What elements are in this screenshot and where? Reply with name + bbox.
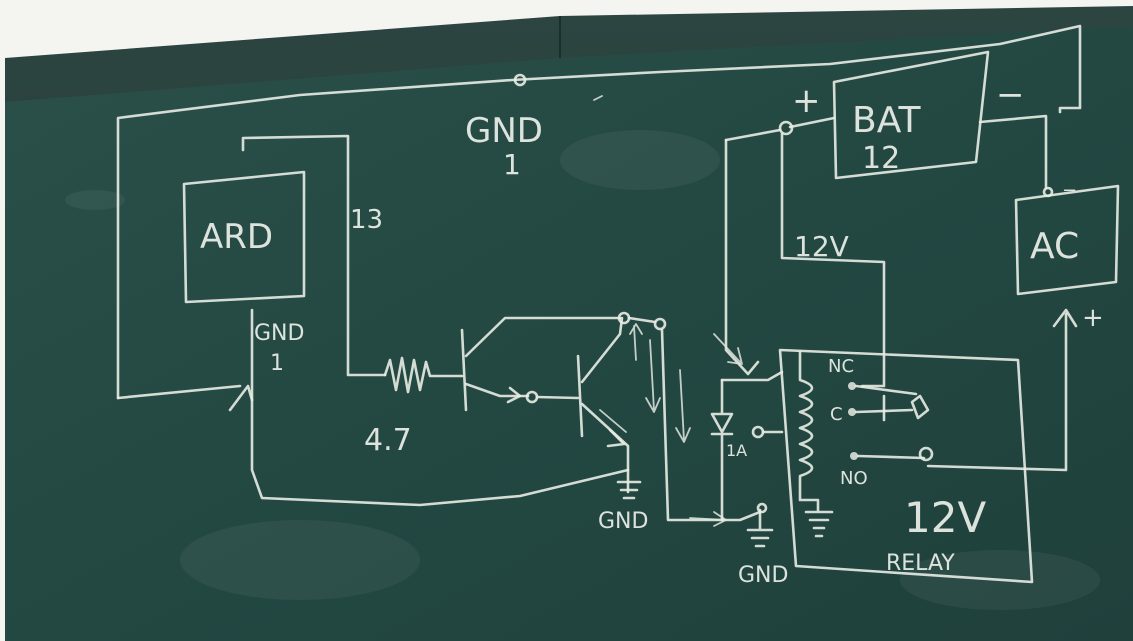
ac-box — [1014, 184, 1120, 296]
relay-voltage-label: 12V — [904, 493, 986, 542]
relay-box — [778, 348, 1034, 584]
supply-to-nc-wire — [724, 138, 760, 376]
transistor2-base — [576, 354, 584, 438]
diode-top-wire — [720, 370, 784, 382]
transistor-gnd-symbol — [616, 480, 642, 500]
gnd-junction — [513, 73, 527, 87]
gnd-ard-num-label: 1 — [270, 351, 284, 376]
supply-arrow — [713, 333, 743, 365]
battery-minus-wire — [978, 114, 1048, 190]
gnd-ard-arrow — [228, 384, 254, 412]
battery-label: BAT — [852, 100, 922, 141]
pin13-label: 13 — [350, 205, 383, 235]
c-terminal — [848, 408, 856, 416]
no-output-terminal — [918, 446, 934, 462]
ard-label: ARD — [200, 217, 273, 257]
ac-plus-arrow — [1052, 308, 1078, 328]
flyback-diode — [710, 378, 734, 522]
battery-plus-wire — [788, 116, 836, 129]
transistor1-base — [460, 328, 468, 412]
nc-wire — [854, 384, 918, 396]
collector-to-relay-wire — [627, 316, 657, 324]
gnd-wire-top — [116, 24, 1082, 400]
relay-label: RELAY — [886, 551, 955, 576]
board-surface — [5, 26, 1133, 641]
resistor-symbol — [383, 356, 464, 394]
output-terminal-diamond — [910, 394, 930, 420]
supply-top-wire — [724, 128, 782, 142]
current-arrow-up — [629, 323, 643, 361]
gnd-ard-label: GND — [254, 321, 304, 346]
relay-gnd-bottom-symbol — [746, 508, 774, 548]
battery-minus-label: − — [996, 75, 1025, 115]
battery-plus-junction — [778, 120, 794, 136]
current-arrow-down-2 — [675, 369, 691, 443]
resistor-label: 4.7 — [364, 423, 412, 458]
transistor-link-wire — [535, 395, 580, 400]
ac-plus-label: + — [1082, 303, 1104, 333]
v12-label: 12V — [794, 230, 849, 263]
ac-label: AC — [1030, 226, 1079, 267]
c-label: C — [830, 404, 843, 425]
gnd-top-num-label: 1 — [503, 148, 521, 181]
diode-label: 1A — [726, 441, 747, 460]
gnd-ard-left-wire — [116, 384, 242, 400]
gnd-transistor-label: GND — [598, 509, 648, 534]
v12-wire — [780, 132, 886, 388]
gnd-top-label: GND — [465, 111, 543, 151]
chalk-smudge — [65, 190, 125, 210]
relay-feed-junction — [653, 317, 667, 331]
ac-minus-label: − — [1062, 180, 1077, 201]
transistor2-arrow — [606, 428, 626, 448]
no-terminal — [850, 452, 858, 460]
no-wire — [856, 454, 926, 460]
nc-label: NC — [828, 356, 854, 377]
chalk-smudge — [560, 130, 720, 190]
relay-gnd-junction — [756, 502, 768, 514]
battery-plus-label: + — [792, 81, 821, 121]
transistor1-collector — [464, 316, 622, 358]
current-arrow-down-1 — [645, 339, 661, 413]
chalk-smudge — [180, 520, 420, 600]
battery-box — [832, 50, 990, 180]
transistor2-emitter — [580, 402, 630, 472]
nc-terminal — [848, 382, 856, 390]
current-arrow-line — [599, 409, 627, 433]
relay-coil — [798, 350, 820, 512]
no-label: NO — [840, 468, 868, 489]
ac-plus-wire — [926, 312, 1068, 472]
chalk-dash — [593, 95, 603, 101]
relay-gnd-symbol — [804, 510, 834, 538]
current-arrow-right — [689, 511, 727, 527]
relay-coil-feed-wire — [660, 328, 762, 522]
gnd-relay-label: GND — [738, 563, 788, 588]
ard-box — [182, 170, 306, 304]
transistor1-arrow — [506, 386, 522, 404]
battery-num-label: 12 — [862, 141, 900, 176]
ard-pin13-wire — [241, 134, 387, 377]
